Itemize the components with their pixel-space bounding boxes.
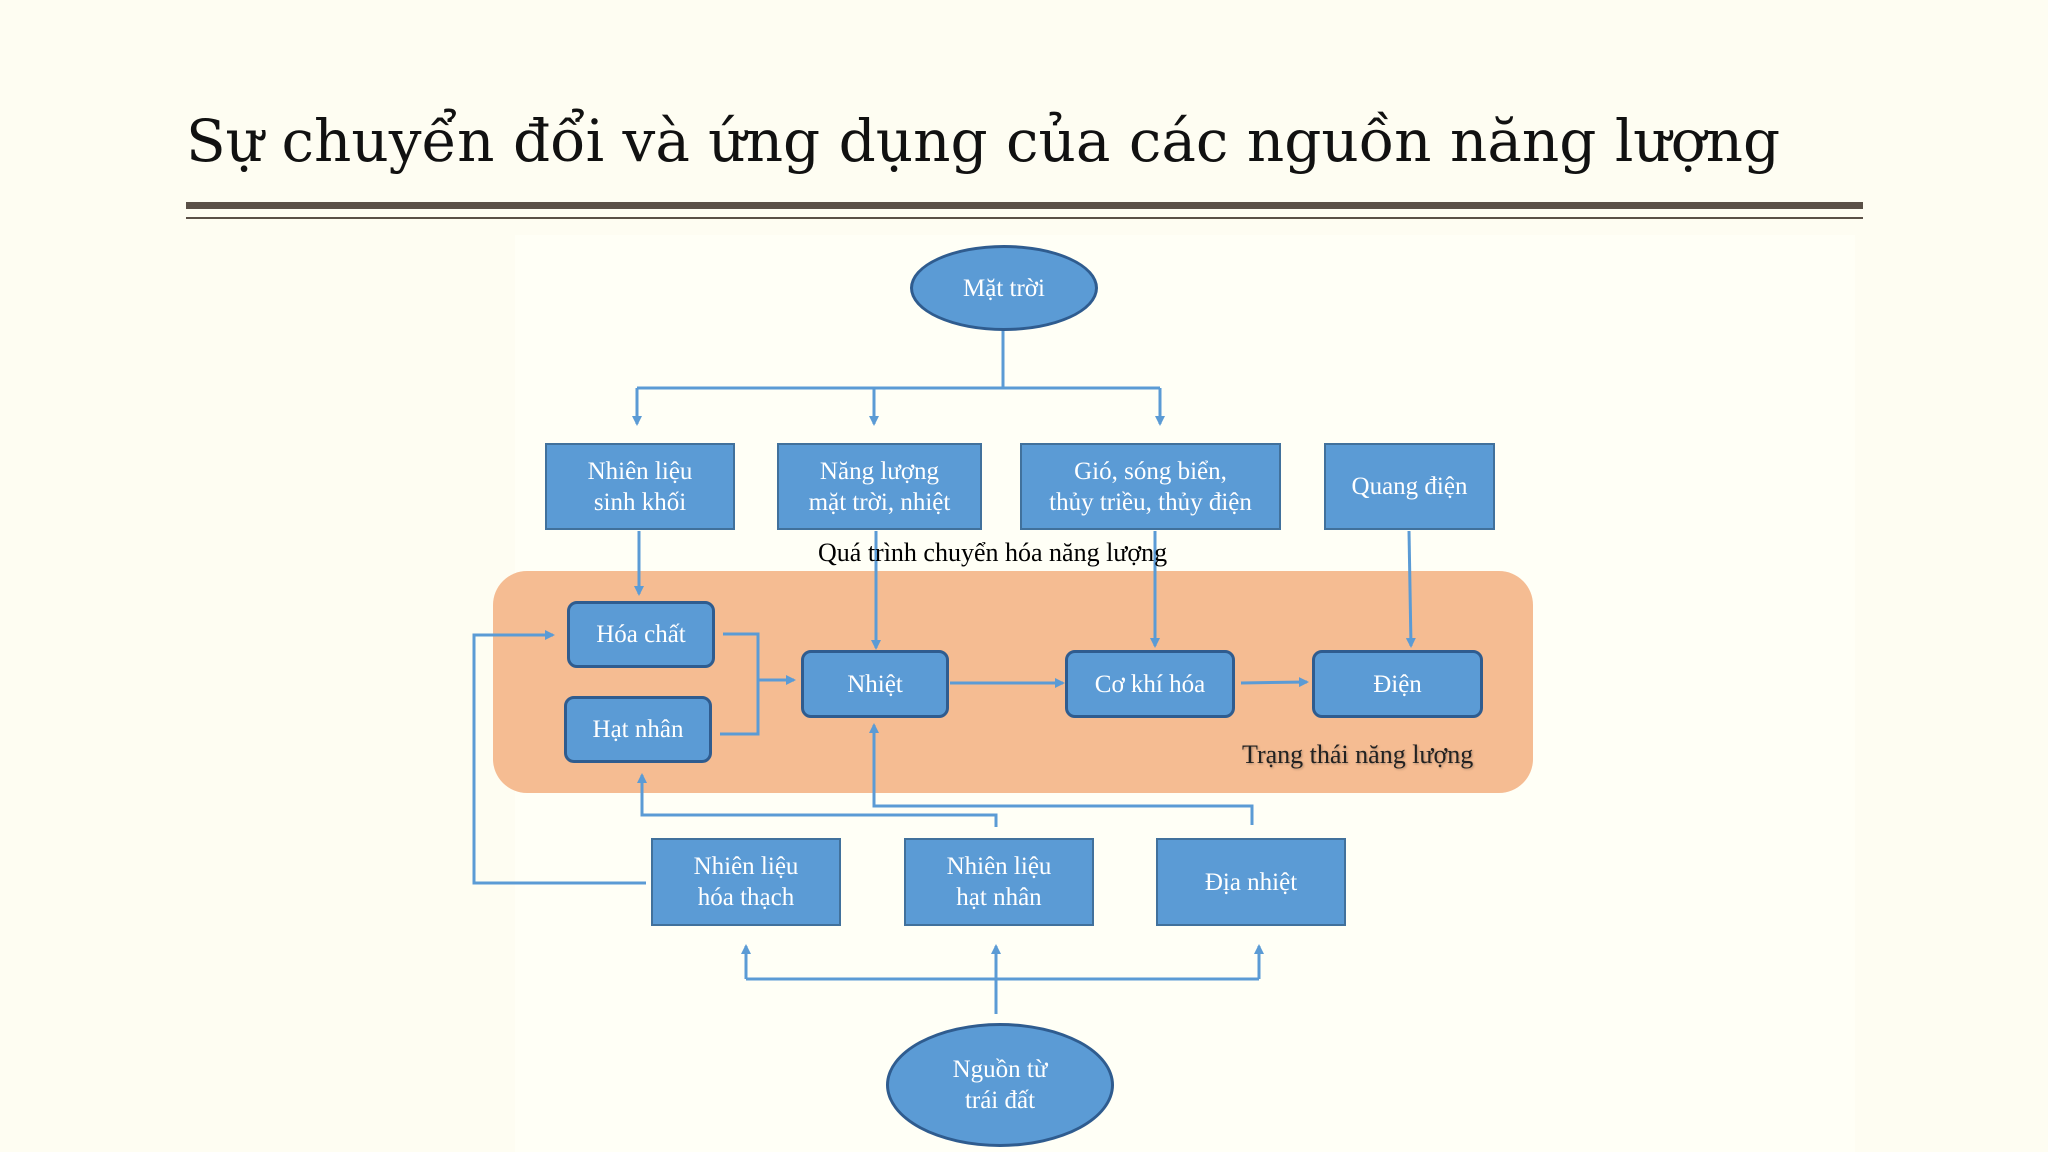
state-label: Trạng thái năng lượng bbox=[1242, 740, 1474, 769]
node-heat: Nhiệt bbox=[801, 650, 949, 718]
connector-geothermal-heat bbox=[869, 723, 1254, 825]
node-biomass: Nhiên liệu sinh khối bbox=[545, 443, 735, 530]
node-fossil-fuel: Nhiên liệu hóa thạch bbox=[651, 838, 841, 926]
slide-title: Sự chuyển đổi và ứng dụng của các nguồn … bbox=[186, 107, 1781, 175]
node-solar-thermal: Năng lượng mặt trời, nhiệt bbox=[777, 443, 982, 530]
node-nuclear: Hạt nhân bbox=[564, 696, 712, 763]
node-geothermal: Địa nhiệt bbox=[1156, 838, 1346, 926]
node-photovoltaic: Quang điện bbox=[1324, 443, 1495, 530]
node-wind-hydro: Gió, sóng biển, thủy triều, thủy điện bbox=[1020, 443, 1281, 530]
node-earth-source: Nguồn từ trái đất bbox=[886, 1023, 1114, 1147]
connector-nuclearfuel-nuclear bbox=[637, 773, 998, 827]
connector-pv-electricity bbox=[1405, 530, 1416, 648]
connector-merge-bracket bbox=[720, 632, 760, 736]
title-rule-thin bbox=[186, 217, 1863, 219]
title-rule-thick bbox=[186, 202, 1863, 209]
node-nuclear-fuel: Nhiên liệu hạt nhân bbox=[904, 838, 1094, 926]
connector-mechanical-electricity bbox=[1240, 677, 1309, 688]
connector-fossil-chemical bbox=[472, 630, 646, 885]
node-sun: Mặt trời bbox=[910, 245, 1098, 331]
node-mechanical: Cơ khí hóa bbox=[1065, 650, 1235, 718]
process-label: Quá trình chuyển hóa năng lượng bbox=[818, 538, 1168, 567]
node-chemical: Hóa chất bbox=[567, 601, 715, 668]
node-electricity: Điện bbox=[1312, 650, 1483, 718]
